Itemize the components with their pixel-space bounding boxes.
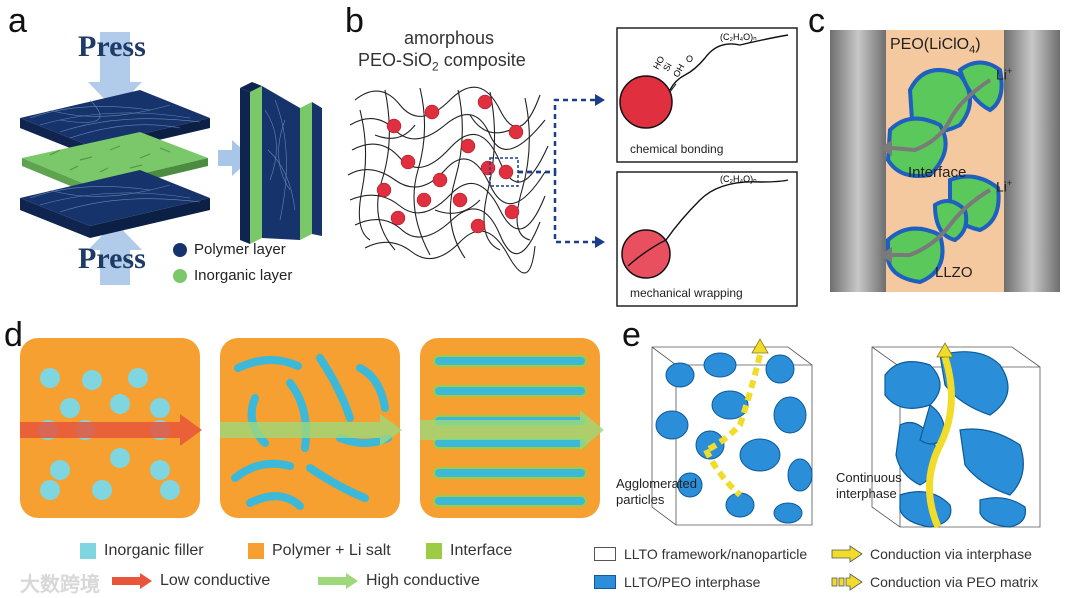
electrode-right	[1004, 30, 1060, 292]
legend-label-interface: Interface	[450, 542, 513, 559]
legend-label-llto-peo: LLTO/PEO interphase	[624, 574, 761, 590]
legend-arrow-peo	[831, 573, 863, 591]
legend-label-inorganic-filler: Inorganic filler	[104, 542, 204, 559]
panel-letter-e: e	[622, 316, 641, 354]
panel-letter-d: d	[4, 316, 23, 354]
legend-label-conduction-interphase: Conduction via interphase	[870, 546, 1032, 562]
legend-label-conduction-peo: Conduction via PEO matrix	[870, 574, 1039, 590]
panel-c-diagram	[830, 30, 1060, 292]
legend-interface: Interface	[426, 542, 512, 560]
legend-swatch-llto-peo	[594, 575, 616, 589]
legend-label-high-conductive: High conductive	[366, 572, 480, 589]
legend-conduction-interphase: Conduction via interphase	[831, 545, 1032, 563]
legend-llto-peo-interphase: LLTO/PEO interphase	[594, 574, 760, 590]
inset-label-mechanical-wrapping: mechanical wrapping	[630, 286, 743, 300]
legend-polymer-layer: Polymer layer	[194, 241, 286, 258]
press-label-bottom: Press	[78, 242, 146, 275]
llzo-label: LLZO	[935, 264, 973, 281]
legend-label-llto-framework: LLTO framework/nanoparticle	[624, 546, 808, 562]
press-label-top: Press	[78, 30, 146, 63]
high-conductive-arrow-3	[420, 410, 604, 450]
legend-inorganic-layer: Inorganic layer	[194, 267, 293, 284]
polymer-layer-top	[20, 90, 210, 146]
legend-conduction-peo: Conduction via PEO matrix	[831, 573, 1039, 591]
press-arrow-down	[88, 32, 142, 110]
svg-text:(C₂H₄O)ₙ: (C₂H₄O)ₙ	[720, 174, 757, 184]
stacked-composite	[250, 86, 262, 244]
li-label-top: Li+	[996, 66, 1013, 83]
panel-b-title-line2: PEO-SiO2 composite	[358, 50, 526, 74]
li-label-bottom: Li+	[996, 178, 1013, 195]
legend-llto-framework: LLTO framework/nanoparticle	[594, 546, 807, 562]
title-composite: composite	[438, 50, 526, 70]
legend-arrow-interphase	[831, 545, 863, 563]
legend-swatch-interface	[426, 543, 442, 559]
peo-label-end: )	[975, 36, 981, 53]
label-continuous-interphase: Continuous interphase	[836, 470, 902, 502]
panel-a-diagram	[20, 32, 322, 285]
peo-label: PEO(LiClO	[890, 36, 970, 53]
high-conductive-arrow-2	[220, 414, 402, 446]
panel-c-top-label: PEO(LiClO4)	[890, 36, 981, 56]
legend-swatch-llto-framework	[594, 547, 616, 561]
legend-inorganic-filler: Inorganic filler	[80, 542, 204, 560]
panel-d-diagram	[20, 338, 604, 518]
legend-arrow-high	[318, 573, 358, 589]
legend-arrow-low	[112, 573, 152, 589]
panel-letter-b: b	[345, 2, 364, 40]
watermark: 大数跨境	[20, 574, 100, 596]
label-agglomerated-particles: Agglomerated particles	[616, 476, 697, 508]
svg-text:O: O	[686, 54, 693, 64]
panel-b-diagram: HO Si OH O (C₂H₄O)ₙ (C₂H₄O)ₙ	[347, 27, 798, 307]
label-agglomerated: Agglomerated	[616, 476, 697, 491]
panel-b-title-line1: amorphous	[404, 28, 495, 48]
inset-label-chemical-bonding: chemical bonding	[630, 142, 724, 156]
legend-low-conductive: Low conductive	[112, 572, 270, 590]
press-arrow-up	[88, 222, 142, 285]
legend-label-polymer-li-salt: Polymer + Li salt	[272, 542, 391, 559]
legend-swatch-polymer-li-salt	[248, 543, 264, 559]
title-peo-sio: PEO-SiO	[358, 50, 433, 70]
polymer-layer-bottom	[20, 170, 210, 226]
legend-high-conductive: High conductive	[318, 572, 480, 590]
panel-e-diagram	[651, 338, 1041, 529]
label-continuous: Continuous	[836, 470, 902, 485]
panel-letter-c: c	[808, 2, 825, 40]
assembly-arrow	[218, 140, 252, 176]
electrode-left	[830, 30, 886, 292]
low-conductive-arrow	[20, 414, 202, 446]
panel-letter-a: a	[8, 2, 27, 40]
svg-text:(C₂H₄O)ₙ: (C₂H₄O)ₙ	[720, 32, 757, 42]
legend-label-low-conductive: Low conductive	[160, 572, 271, 589]
peo-label-sub: 4	[969, 44, 976, 57]
svg-text:Si: Si	[661, 61, 674, 73]
legend-polymer-li-salt: Polymer + Li salt	[248, 542, 391, 560]
interface-label: Interface	[908, 164, 967, 181]
inorganic-layer	[22, 132, 208, 186]
legend-swatch-inorganic-filler	[80, 543, 96, 559]
label-particles: particles	[616, 492, 665, 507]
title-sub-2: 2	[432, 59, 439, 74]
label-interphase: interphase	[836, 486, 897, 501]
